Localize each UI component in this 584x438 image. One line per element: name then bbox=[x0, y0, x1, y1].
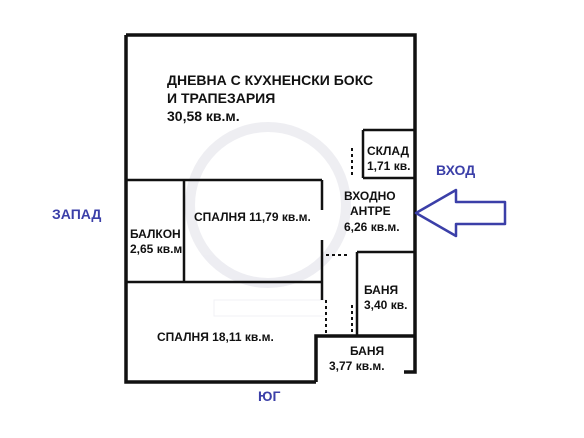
living-room-name-line1: ДНЕВНА С КУХНЕНСКИ БОКС bbox=[167, 72, 373, 88]
bathroom-1-area: 3,40 кв. bbox=[364, 298, 407, 312]
bedroom-1-label: СПАЛНЯ 11,79 кв.м. bbox=[194, 210, 311, 224]
entrance-hall-name-line1: ВХОДНО bbox=[344, 189, 396, 203]
storage-label: СКЛАД 1,71 кв. bbox=[367, 144, 410, 173]
south-direction-label: ЮГ bbox=[258, 388, 280, 404]
entrance-direction-label: ВХОД bbox=[436, 162, 475, 178]
outer-walls bbox=[124, 33, 417, 384]
bathroom-2-name: БАНЯ bbox=[350, 344, 384, 358]
balcony-name: БАЛКОН bbox=[130, 227, 181, 241]
living-room-area: 30,58 кв.м. bbox=[167, 108, 240, 124]
bathroom-1-name: БАНЯ bbox=[364, 283, 398, 297]
door-markers bbox=[325, 148, 353, 336]
bedroom-2-label: СПАЛНЯ 18,11 кв.м. bbox=[157, 330, 274, 344]
living-room-name-line2: И ТРАПЕЗАРИЯ bbox=[167, 90, 275, 106]
west-direction-label: ЗАПАД bbox=[52, 206, 101, 222]
balcony-area: 2,65 кв.м. bbox=[130, 242, 186, 256]
interior-walls bbox=[126, 128, 415, 336]
entrance-hall-label: ВХОДНО АНТРЕ 6,26 кв.м. bbox=[344, 189, 400, 234]
living-room-label: ДНЕВНА С КУХНЕНСКИ БОКС И ТРАПЕЗАРИЯ 30,… bbox=[167, 72, 373, 124]
arrow-left-icon bbox=[414, 188, 507, 238]
bathroom-1-label: БАНЯ 3,40 кв. bbox=[364, 283, 407, 312]
bathroom-2-area: 3,77 кв.м. bbox=[329, 359, 385, 373]
balcony-label: БАЛКОН 2,65 кв.м. bbox=[130, 227, 186, 256]
storage-area: 1,71 кв. bbox=[367, 159, 410, 173]
bathroom-2-label: БАНЯ 3,77 кв.м. bbox=[329, 344, 385, 373]
entrance-hall-area: 6,26 кв.м. bbox=[344, 220, 400, 234]
storage-name: СКЛАД bbox=[367, 144, 410, 158]
entrance-hall-name-line2: АНТРЕ bbox=[350, 204, 391, 218]
